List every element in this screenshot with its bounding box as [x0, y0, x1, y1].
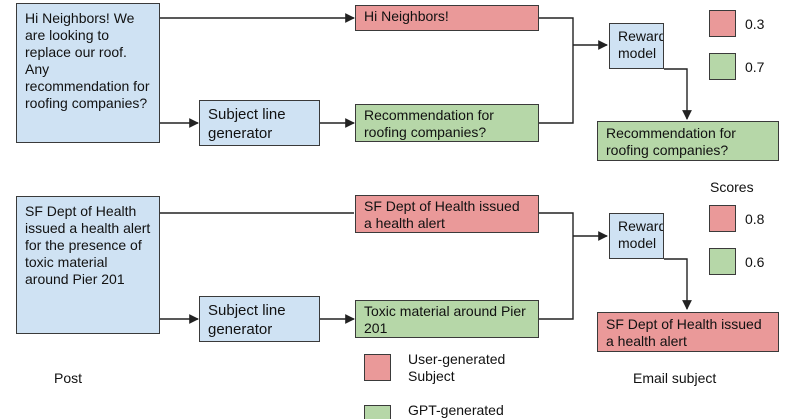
top-user-subject-text: Hi Neighbors!	[364, 8, 449, 24]
top-reward-model-label: Reward model	[618, 28, 664, 61]
bottom-gpt-score: 0.6	[745, 254, 765, 270]
line-top-user-subject-out	[539, 17, 574, 45]
legend-user-generated-swatch	[364, 354, 391, 381]
top-reward-model: Reward model	[609, 23, 664, 69]
bottom-gpt-subject-box: Toxic material around Pier 201	[355, 300, 539, 338]
line-top-gpt-subject-out	[539, 45, 574, 124]
top-user-subject-box: Hi Neighbors!	[355, 5, 539, 31]
line-bottom-gpt-subject-out	[539, 236, 574, 320]
bottom-email-subject-box: SF Dept of Health issued a health alert	[597, 312, 779, 352]
bottom-post-text: SF Dept of Health issued a health alert …	[25, 203, 151, 287]
bottom-user-score: 0.8	[745, 211, 765, 227]
legend-gpt-generated-swatch	[364, 405, 391, 419]
bottom-gpt-subject-text: Toxic material around Pier 201	[364, 303, 526, 336]
bottom-email-subject-text: SF Dept of Health issued a health alert	[606, 316, 762, 349]
scores-label: Scores	[710, 179, 754, 195]
bottom-reward-model: Reward model	[609, 213, 664, 259]
top-post-text: Hi Neighbors! We are looking to replace …	[25, 10, 150, 111]
legend-gpt-generated-label: GPT-generated	[408, 402, 504, 418]
line-bottom-user-subject-out	[539, 212, 574, 236]
top-email-subject-text: Recommendation for roofing companies?	[606, 125, 736, 158]
bottom-user-subject-box: SF Dept of Health issued a health alert	[355, 195, 539, 233]
bottom-post-box: SF Dept of Health issued a health alert …	[16, 196, 160, 334]
top-gpt-score-swatch	[709, 53, 736, 80]
bottom-gpt-score-swatch	[709, 248, 736, 275]
arrow-top-reward-to-output	[664, 68, 692, 120]
top-generator-label: Subject line generator	[208, 106, 286, 142]
bottom-generator-label: Subject line generator	[208, 302, 286, 338]
bottom-user-subject-text: SF Dept of Health issued a health alert	[364, 198, 520, 231]
top-gpt-score: 0.7	[745, 59, 765, 75]
arrow-bottom-reward-to-output	[664, 258, 692, 310]
top-gpt-subject-box: Recommendation for roofing companies?	[355, 104, 539, 142]
post-column-label: Post	[54, 370, 83, 386]
top-user-score-swatch	[709, 10, 736, 37]
bottom-subject-line-generator: Subject line generator	[199, 296, 320, 342]
top-user-score: 0.3	[745, 16, 765, 32]
bottom-reward-model-label: Reward model	[618, 218, 664, 251]
legend-user-generated-label: User-generated Subject	[408, 351, 506, 384]
top-email-subject-box: Recommendation for roofing companies?	[597, 121, 779, 161]
top-gpt-subject-text: Recommendation for roofing companies?	[364, 107, 494, 140]
bottom-user-score-swatch	[709, 205, 736, 232]
top-subject-line-generator: Subject line generator	[199, 100, 320, 146]
email-subject-column-label: Email subject	[633, 370, 717, 386]
top-post-box: Hi Neighbors! We are looking to replace …	[16, 3, 160, 143]
